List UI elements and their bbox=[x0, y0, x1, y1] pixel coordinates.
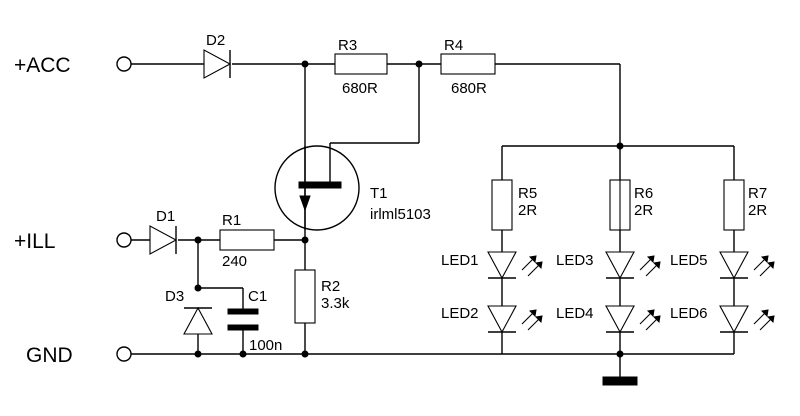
diode-d1: D1 bbox=[149, 208, 178, 255]
diode-d3: D3 bbox=[165, 288, 213, 335]
r2-value: 3.3k bbox=[321, 295, 350, 312]
led-1: LED1 bbox=[441, 251, 543, 280]
resistor-r1: R1 240 bbox=[219, 212, 275, 270]
led5-ref: LED5 bbox=[670, 252, 708, 269]
terminal-gnd bbox=[116, 346, 132, 362]
r7-ref: R7 bbox=[748, 185, 767, 202]
c1-value: 100n bbox=[249, 337, 282, 354]
r1-value: 240 bbox=[222, 253, 247, 270]
r5-value: 2R bbox=[518, 202, 537, 219]
r6-ref: R6 bbox=[634, 185, 653, 202]
net-label-gnd: GND bbox=[26, 344, 73, 367]
d2-ref: D2 bbox=[206, 32, 225, 49]
led-3: LED3 bbox=[556, 251, 661, 280]
r4-ref: R4 bbox=[444, 37, 463, 54]
led2-ref: LED2 bbox=[441, 305, 479, 322]
resistor-r3: R3 680R bbox=[334, 37, 388, 97]
resistor-r2: R2 3.3k bbox=[294, 269, 350, 324]
t1-value: irlml5103 bbox=[370, 206, 431, 223]
r4-value: 680R bbox=[451, 80, 487, 97]
r6-value: 2R bbox=[634, 202, 653, 219]
net-terminals: +ACC +ILL GND bbox=[14, 54, 638, 386]
led6-ref: LED6 bbox=[670, 305, 708, 322]
resistor-r4: R4 680R bbox=[440, 37, 496, 97]
d1-ref: D1 bbox=[156, 208, 175, 225]
led1-ref: LED1 bbox=[441, 252, 479, 269]
resistor-r7: R7 2R bbox=[723, 179, 767, 231]
junctions bbox=[194, 60, 624, 358]
led3-ref: LED3 bbox=[556, 252, 594, 269]
r3-value: 680R bbox=[342, 80, 378, 97]
net-label-ill: +ILL bbox=[14, 230, 55, 253]
d3-ref: D3 bbox=[165, 288, 184, 305]
led-6: LED6 bbox=[670, 305, 775, 334]
t1-ref: T1 bbox=[370, 185, 388, 202]
r2-ref: R2 bbox=[321, 278, 340, 295]
r1-ref: R1 bbox=[222, 212, 241, 229]
r7-value: 2R bbox=[748, 202, 767, 219]
transistor-t1: T1 irlml5103 bbox=[274, 145, 431, 231]
ground-symbol bbox=[602, 376, 638, 386]
led-2: LED2 bbox=[441, 305, 543, 334]
r3-ref: R3 bbox=[338, 37, 357, 54]
capacitor-c1: C1 100n bbox=[227, 288, 282, 354]
resistor-r6: R6 2R bbox=[609, 179, 653, 231]
c1-ref: C1 bbox=[248, 288, 267, 305]
led-4: LED4 bbox=[556, 305, 661, 334]
resistor-r5: R5 2R bbox=[491, 179, 537, 231]
terminal-ill bbox=[116, 232, 132, 248]
r5-ref: R5 bbox=[518, 185, 537, 202]
net-label-acc: +ACC bbox=[14, 54, 71, 77]
led4-ref: LED4 bbox=[556, 305, 594, 322]
led-5: LED5 bbox=[670, 251, 775, 280]
diode-d2: D2 bbox=[203, 32, 232, 79]
terminal-acc bbox=[116, 56, 132, 72]
